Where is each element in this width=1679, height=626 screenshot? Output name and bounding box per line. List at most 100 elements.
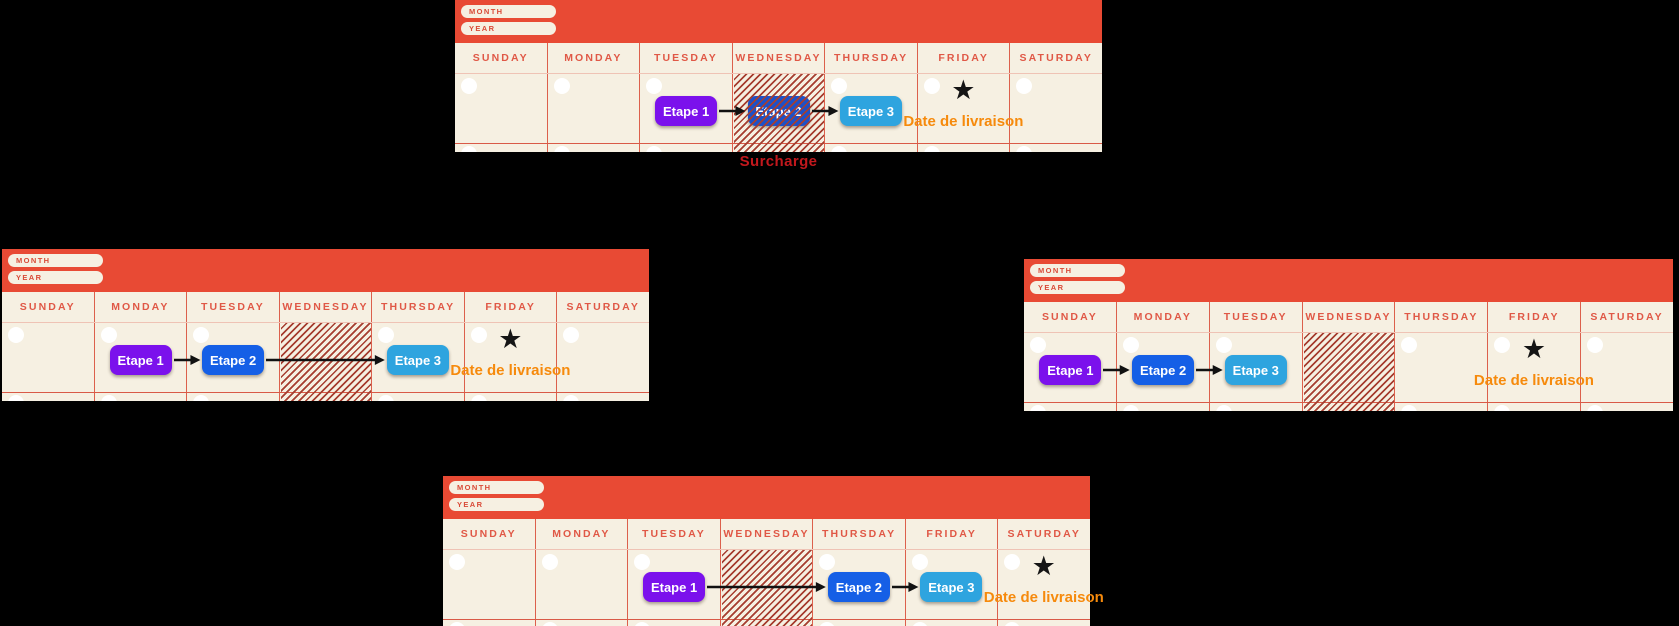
flow-arrow: [707, 582, 826, 592]
day-number-circle: [470, 395, 487, 401]
task-chip-etape-3[interactable]: Etape 3: [839, 96, 902, 126]
calendar-header: MONTH YEAR: [1024, 259, 1673, 302]
day-header-wednesday: WEDNESDAY: [278, 292, 372, 322]
task-chip-etape-3[interactable]: Etape 3: [920, 572, 983, 602]
calendar-header: MONTH YEAR: [2, 249, 649, 292]
year-input[interactable]: YEAR: [449, 498, 544, 511]
day-cell-friday[interactable]: [463, 323, 557, 392]
day-cell-clipped: [1115, 403, 1209, 411]
day-number-circle: [831, 146, 848, 152]
day-number-circle: [553, 78, 570, 94]
day-cell-sunday[interactable]: [2, 323, 94, 392]
day-cell-clipped: [534, 620, 628, 626]
task-chip-etape-1[interactable]: Etape 1: [655, 96, 718, 126]
calendar-header: MONTH YEAR: [443, 476, 1090, 519]
flow-arrow: [173, 355, 201, 365]
task-chip-etape-2[interactable]: Etape 2: [827, 572, 890, 602]
task-chip-etape-3[interactable]: Etape 3: [386, 345, 449, 375]
day-cell-wednesday[interactable]: [1301, 333, 1395, 402]
month-input[interactable]: MONTH: [8, 254, 103, 267]
task-chip-etape-1[interactable]: Etape 1: [109, 345, 172, 375]
day-cell-friday[interactable]: [916, 74, 1010, 143]
day-cell-tuesday[interactable]: [627, 550, 720, 619]
flow-arrow: [1196, 365, 1223, 375]
task-chip-etape-2[interactable]: Etape 2: [202, 345, 265, 375]
day-cell-monday[interactable]: [1115, 333, 1209, 402]
day-number-circle: [1004, 554, 1021, 570]
task-chip-etape-3[interactable]: Etape 3: [1224, 355, 1287, 385]
day-cell-saturday[interactable]: [1580, 333, 1673, 402]
flow-arrow: [891, 582, 919, 592]
day-header-sunday: SUNDAY: [472, 52, 529, 64]
day-cell-sunday[interactable]: [455, 74, 547, 143]
month-field-label: MONTH: [457, 482, 492, 492]
day-header-friday: FRIDAY: [916, 43, 1010, 73]
overload-hatch: [1304, 333, 1394, 411]
day-number-circle: [1215, 405, 1232, 411]
day-number-circle: [100, 395, 117, 401]
year-input[interactable]: YEAR: [461, 22, 556, 35]
day-cell-monday[interactable]: [546, 74, 640, 143]
year-input[interactable]: YEAR: [8, 271, 103, 284]
day-cell-saturday[interactable]: [556, 323, 649, 392]
day-cell-clipped: [186, 393, 279, 401]
day-number-circle: [831, 78, 848, 94]
day-cell-saturday[interactable]: [997, 550, 1090, 619]
task-chip-etape-2[interactable]: Etape 2: [1132, 355, 1195, 385]
delivery-star-icon: ★: [951, 75, 976, 105]
day-number-circle: [634, 622, 651, 626]
month-field-label: MONTH: [469, 6, 504, 16]
day-cell-wednesday[interactable]: [731, 74, 825, 143]
day-cell-thursday[interactable]: [812, 550, 905, 619]
day-cell-friday[interactable]: [904, 550, 998, 619]
day-cell-clipped: [1580, 403, 1673, 411]
delivery-date-label: Date de livraison: [983, 589, 1104, 606]
day-cell-clipped: [997, 620, 1090, 626]
day-header-saturday: SATURDAY: [997, 519, 1090, 549]
day-cell-thursday[interactable]: [1394, 333, 1487, 402]
day-cell-sunday[interactable]: [443, 550, 535, 619]
day-cell-thursday[interactable]: [824, 74, 917, 143]
day-cell-clipped: [1487, 403, 1580, 411]
month-field-label: MONTH: [16, 255, 51, 265]
year-input[interactable]: YEAR: [1030, 281, 1125, 294]
day-cell-clipped: [639, 144, 732, 152]
day-cell-clipped: [93, 393, 187, 401]
day-number-circle: [911, 622, 928, 626]
day-number-circle: [378, 327, 395, 343]
day-cell-saturday[interactable]: [1009, 74, 1102, 143]
day-cell-wednesday[interactable]: [278, 323, 372, 392]
day-number-circle: [193, 395, 210, 401]
day-header-wednesday: WEDNESDAY: [731, 43, 825, 73]
day-header-tuesday: TUESDAY: [627, 519, 720, 549]
month-input[interactable]: MONTH: [449, 481, 544, 494]
day-number-circle: [541, 622, 558, 626]
day-cell-clipped: [1394, 403, 1487, 411]
day-number-circle: [8, 327, 24, 343]
overload-hatch: [734, 74, 824, 152]
day-number-circle: [646, 146, 663, 152]
day-number-circle: [563, 327, 580, 343]
day-cell-thursday[interactable]: [371, 323, 464, 392]
flow-arrow: [719, 106, 746, 116]
day-cell-wednesday[interactable]: [719, 550, 813, 619]
day-cell-clipped: [556, 393, 649, 401]
month-input[interactable]: MONTH: [1030, 264, 1125, 277]
day-header-sunday: SUNDAY: [460, 528, 517, 540]
day-number-circle: [923, 78, 940, 94]
overload-label: Surcharge: [739, 153, 818, 170]
day-cell-tuesday[interactable]: [639, 74, 732, 143]
day-cell-clipped: [812, 620, 905, 626]
task-chip-etape-1[interactable]: Etape 1: [643, 572, 706, 602]
flow-arrow: [1103, 365, 1131, 375]
month-input[interactable]: MONTH: [461, 5, 556, 18]
task-chip-etape-1[interactable]: Etape 1: [1039, 355, 1102, 385]
day-cell-tuesday[interactable]: [186, 323, 279, 392]
day-cell-sunday[interactable]: [1024, 333, 1116, 402]
day-cell-monday[interactable]: [534, 550, 628, 619]
day-cell-monday[interactable]: [93, 323, 187, 392]
calendar-header: MONTH YEAR: [455, 0, 1102, 43]
day-cell-friday[interactable]: [1487, 333, 1580, 402]
day-cell-tuesday[interactable]: [1208, 333, 1302, 402]
